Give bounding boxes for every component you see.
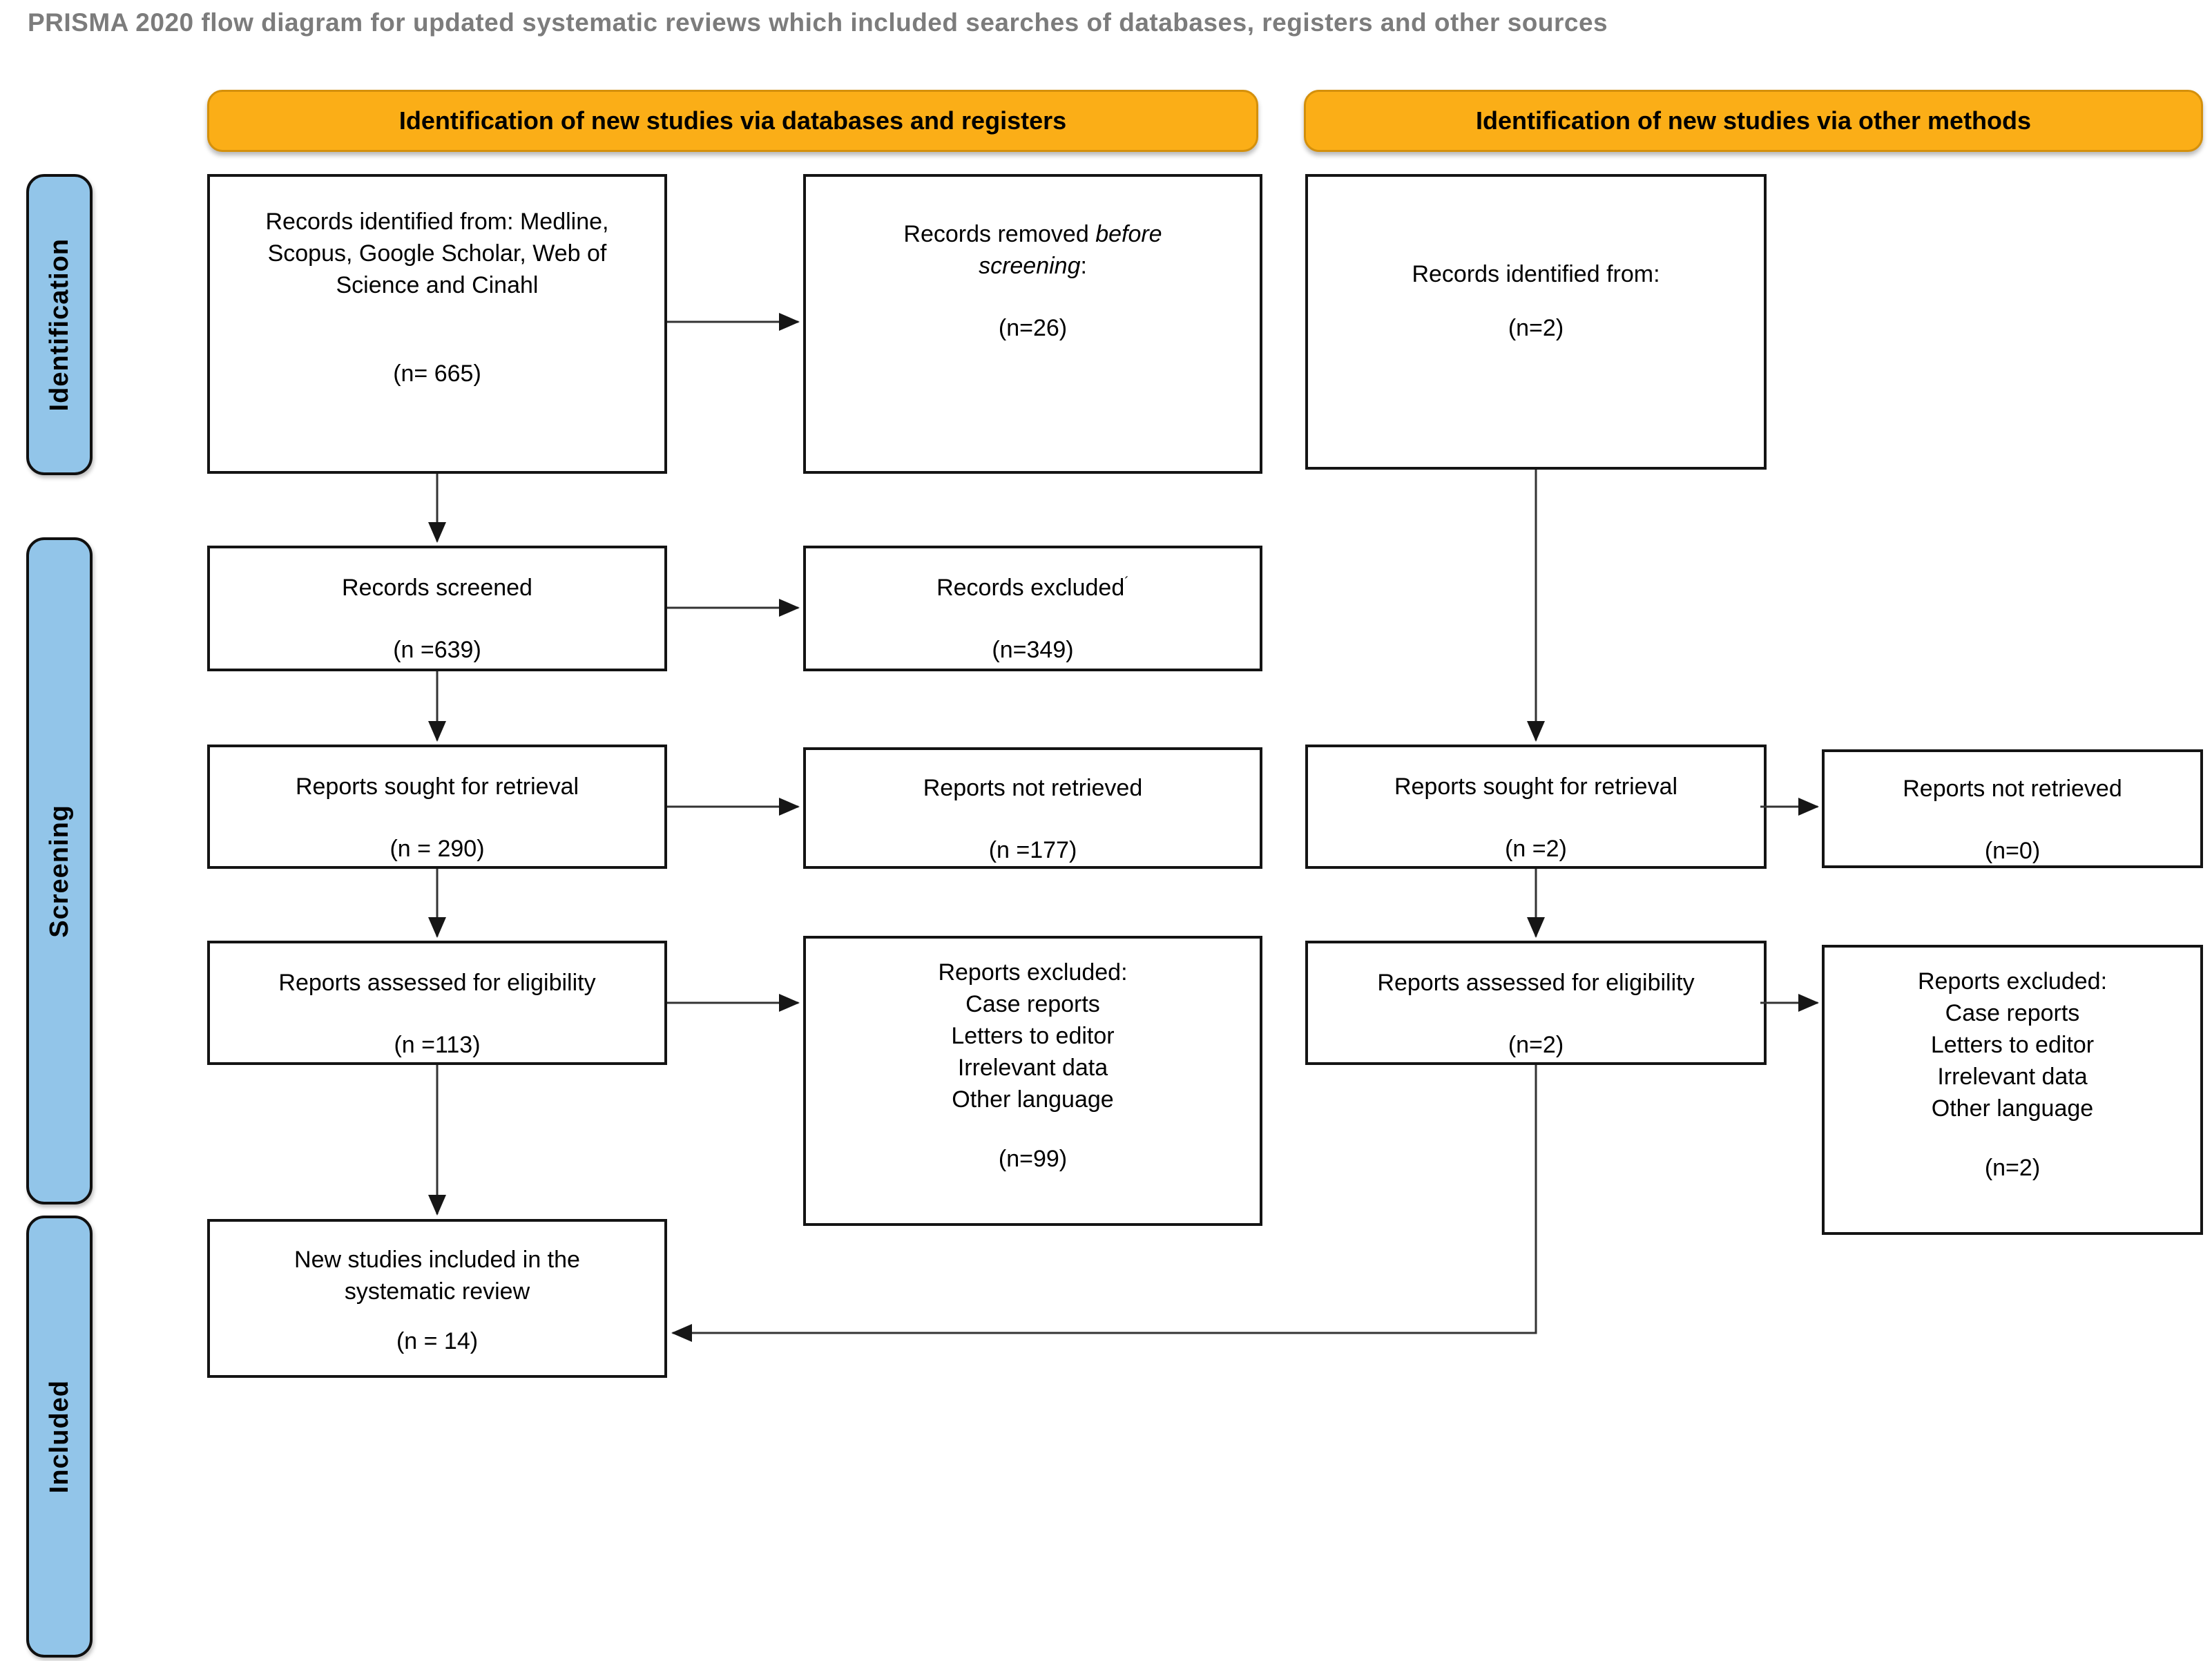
box-count: (n =177) (988, 837, 1077, 863)
phase-included-label: Included (44, 1379, 74, 1494)
box-count: (n= 665) (393, 361, 481, 387)
footnote-mark: ´ (1124, 575, 1129, 591)
box-label: Reports sought for retrieval (1394, 774, 1678, 800)
box-label: Reports assessed for eligibility (278, 970, 596, 996)
box-reports-assessed-databases: Reports assessed for eligibility (n =113… (207, 941, 667, 1065)
box-label: Reports not retrieved (923, 775, 1143, 801)
phase-identification: Identification (26, 174, 93, 475)
box-label: Records identified from: Medline, Scopus… (265, 209, 609, 298)
box-label: New studies included in the systematic r… (294, 1247, 580, 1305)
box-label: Reports not retrieved (1903, 776, 2122, 802)
box-count: (n=2) (1508, 1032, 1564, 1058)
box-label: Reports excluded: Case reports Letters t… (1917, 968, 2108, 1122)
box-reports-excluded-databases: Reports excluded: Case reports Letters t… (803, 936, 1262, 1226)
phase-identification-label: Identification (44, 238, 74, 412)
box-reports-not-retrieved-databases: Reports not retrieved (n =177) (803, 747, 1262, 869)
box-reports-sought-databases: Reports sought for retrieval (n = 290) (207, 745, 667, 869)
header-other-methods: Identification of new studies via other … (1304, 90, 2203, 152)
header-other-methods-label: Identification of new studies via other … (1475, 106, 2032, 135)
box-records-removed-before-screening: Records removed before screening: (n=26) (803, 174, 1262, 474)
box-count: (n=2) (1984, 1155, 2041, 1181)
box-count: (n = 290) (389, 836, 485, 862)
box-count: (n=99) (998, 1146, 1068, 1172)
box-reports-not-retrieved-other: Reports not retrieved (n=0) (1822, 749, 2203, 868)
header-databases-registers-label: Identification of new studies via databa… (398, 106, 1067, 135)
box-new-studies-included: New studies included in the systematic r… (207, 1219, 667, 1378)
header-databases-registers: Identification of new studies via databa… (207, 90, 1258, 152)
box-records-identified-databases: Records identified from: Medline, Scopus… (207, 174, 667, 474)
box-label: Records excluded´ (936, 575, 1129, 601)
box-reports-excluded-other: Reports excluded: Case reports Letters t… (1822, 945, 2203, 1235)
page-title: PRISMA 2020 flow diagram for updated sys… (28, 8, 1608, 37)
box-label: Reports assessed for eligibility (1377, 970, 1695, 996)
phase-screening: Screening (26, 537, 93, 1204)
box-label: Reports excluded: Case reports Letters t… (938, 959, 1128, 1113)
box-count: (n=26) (998, 315, 1068, 341)
box-count: (n=2) (1508, 315, 1564, 341)
box-count: (n =2) (1505, 836, 1567, 862)
box-label: Records identified from: (1412, 261, 1660, 287)
box-records-screened: Records screened (n =639) (207, 546, 667, 671)
box-reports-assessed-other: Reports assessed for eligibility (n=2) (1305, 941, 1767, 1065)
box-label: Records screened (342, 575, 532, 601)
box-records-excluded: Records excluded´ (n=349) (803, 546, 1262, 671)
box-count: (n=0) (1984, 838, 2041, 864)
phase-included: Included (26, 1216, 93, 1658)
box-count: (n=349) (992, 637, 1074, 663)
box-label: Reports sought for retrieval (295, 774, 579, 800)
box-reports-sought-other: Reports sought for retrieval (n =2) (1305, 745, 1767, 869)
box-count: (n =113) (394, 1032, 481, 1058)
box-count: (n =639) (393, 637, 481, 663)
box-count: (n = 14) (396, 1328, 479, 1354)
box-label: Records removed before screening: (903, 221, 1162, 279)
box-records-identified-other: Records identified from: (n=2) (1305, 174, 1767, 470)
phase-screening-label: Screening (44, 804, 74, 938)
